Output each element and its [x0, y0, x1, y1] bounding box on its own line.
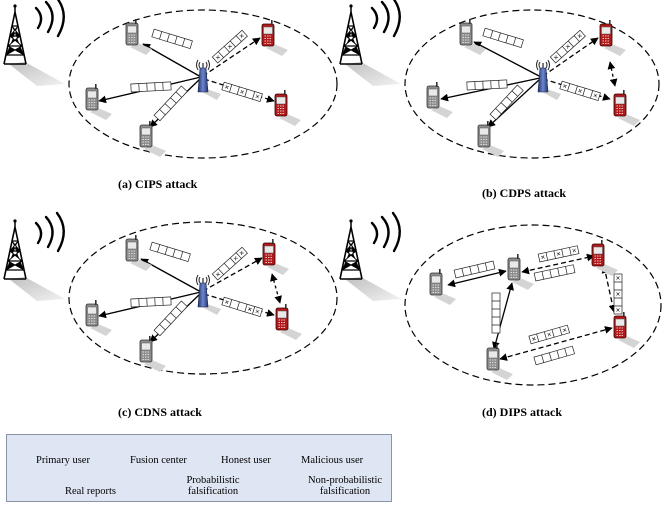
link-fc-honest — [473, 41, 542, 78]
link-fc-malicious — [202, 37, 261, 77]
honest-user-icon — [426, 81, 454, 119]
legend-prob-line1: Probabilistic — [186, 475, 240, 486]
link-fc-malicious — [202, 257, 263, 292]
malicious-user-icon — [613, 311, 641, 349]
primary-user-tower-icon — [3, 218, 66, 302]
network-boundary — [404, 9, 660, 159]
nonprob-falsification-strip — [221, 296, 263, 317]
caption-d: (d) DIPS attack — [482, 405, 562, 419]
radio-waves-icon — [370, 0, 401, 38]
legend-nonprob-line1: Non-probabilistic — [307, 475, 383, 486]
real-report-strip — [153, 300, 188, 337]
honest-user-icon — [429, 268, 457, 306]
prob-falsification-strip — [559, 80, 601, 101]
legend-prob-line2: falsification — [187, 486, 239, 497]
legend-nonprob-line2: falsification — [319, 486, 371, 497]
real-report-strip — [533, 345, 575, 366]
prob-falsification-strip — [537, 245, 580, 263]
link-fc-malicious — [542, 37, 599, 77]
honest-user-icon — [139, 120, 167, 158]
link-honest-honest — [492, 282, 514, 350]
honest-user-icon — [459, 18, 487, 56]
panel-a-cips — [3, 0, 338, 159]
prob-falsification-strip — [221, 81, 263, 102]
caption-a: (a) CIPS attack — [118, 177, 198, 191]
radio-waves-icon — [34, 211, 65, 253]
link-fc-honest — [142, 43, 202, 78]
real-report-strip — [489, 84, 524, 121]
link-collusion — [270, 273, 282, 304]
network-boundary — [68, 221, 338, 375]
network-boundary — [68, 9, 338, 159]
legend-honest-user-label: Honest user — [221, 455, 271, 466]
real-report-strip — [533, 264, 576, 282]
legend-malicious-user-label: Malicious user — [301, 455, 364, 466]
link-honest-honest — [447, 268, 507, 288]
prob-falsification-strip — [549, 29, 586, 64]
panel-c-cdns — [3, 211, 338, 375]
legend-real-reports-label: Real reports — [65, 486, 117, 497]
radio-waves-icon — [34, 0, 65, 38]
link-collusion — [607, 61, 618, 87]
real-report-strip — [482, 27, 524, 48]
honest-user-icon — [486, 343, 514, 381]
network-boundary — [404, 224, 662, 386]
honest-user-icon — [139, 335, 167, 373]
legend-nonprob-label: Non-probabilistic falsification — [297, 475, 393, 497]
legend-primary-user-label: Primary user — [36, 455, 90, 466]
prob-falsification-strip — [613, 273, 623, 315]
real-report-strip — [491, 292, 501, 334]
malicious-user-icon — [274, 89, 302, 127]
honest-user-icon — [85, 83, 113, 121]
real-report-strip — [153, 85, 188, 122]
link-honest-malicious — [499, 326, 613, 361]
malicious-user-icon — [613, 89, 641, 127]
malicious-user-icon — [262, 238, 290, 276]
honest-user-icon — [85, 299, 113, 337]
link-honest-malicious — [521, 253, 595, 275]
legend-box: Primary user Fusion center Honest user M… — [6, 434, 392, 502]
primary-user-tower-icon — [339, 218, 402, 302]
panel-b-cdps — [339, 0, 660, 159]
nonprob-falsification-strip — [211, 246, 248, 281]
panel-d-dips — [339, 211, 662, 386]
real-report-strip — [130, 296, 172, 308]
caption-b: (b) CDPS attack — [482, 186, 566, 200]
honest-user-icon — [125, 18, 153, 56]
link-fc-honest — [140, 258, 202, 293]
legend-prob-label: Probabilistic falsification — [171, 475, 255, 497]
real-report-strip — [130, 81, 172, 93]
legend-fusion-center-label: Fusion center — [130, 455, 187, 466]
real-report-strip — [151, 28, 193, 49]
primary-user-tower-icon — [3, 3, 66, 87]
caption-c: (c) CDNS attack — [118, 405, 202, 419]
malicious-user-icon — [261, 19, 289, 57]
real-report-strip — [149, 241, 191, 262]
malicious-user-icon — [599, 19, 627, 57]
malicious-user-icon — [275, 303, 303, 341]
primary-user-tower-icon — [339, 3, 402, 87]
honest-user-icon — [125, 234, 153, 272]
real-report-strip — [466, 79, 508, 91]
radio-waves-icon — [370, 211, 401, 253]
malicious-user-icon — [591, 239, 619, 277]
